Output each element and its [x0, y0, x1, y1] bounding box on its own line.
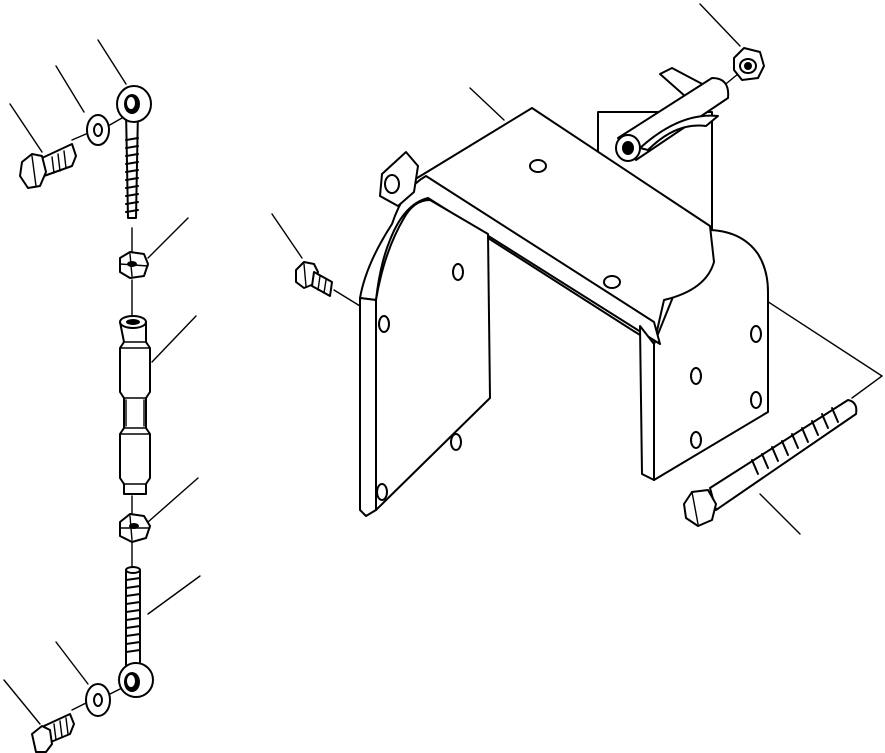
hole-left-4 [376, 483, 388, 501]
upper-rod-threads [125, 137, 139, 213]
leader-bracket [469, 87, 505, 121]
turnbuckle-rod-lower [118, 566, 154, 698]
leader-lower-locknut [147, 477, 199, 523]
hole-top [529, 159, 547, 173]
bracket-left-leg [375, 199, 491, 511]
upper-bolt [19, 143, 77, 189]
long-bolt-shank [709, 399, 858, 511]
turnbuckle-rod-upper [116, 85, 152, 219]
support-bracket [359, 107, 769, 517]
pivot-pin [615, 67, 730, 162]
bracket-right-edge [639, 325, 655, 481]
axis-lower-washer [109, 687, 123, 695]
lower-bolt-head [31, 725, 53, 753]
leader-upper-locknut [147, 217, 189, 259]
hole-top-right [603, 275, 621, 289]
leader-bracket-bolt [271, 213, 303, 259]
bracket-left-edge [359, 297, 377, 517]
leader-upper-bolt [9, 103, 43, 153]
upper-locknut [119, 251, 149, 279]
callout-leaders [3, 3, 801, 725]
leader-lower-washer [55, 641, 89, 685]
lower-bolt [31, 713, 75, 753]
bracket-bolt-shank [311, 271, 333, 297]
hole-right-4 [690, 431, 702, 449]
hole-right-1 [750, 325, 762, 343]
long-bolt-head [683, 489, 717, 527]
axis-bracket-bolt [333, 289, 361, 307]
sleeve-body [119, 321, 151, 495]
turnbuckle-sleeve [119, 315, 151, 495]
leader-upper-washer [55, 65, 85, 113]
pin-shaft [617, 77, 730, 161]
hole-right-2 [690, 367, 702, 385]
long-bolt [683, 399, 858, 527]
leader-lower-rod [147, 575, 201, 615]
pin-collar [639, 114, 719, 151]
hole-left-2 [378, 315, 390, 333]
bracket-top [403, 107, 715, 345]
hole-right-3 [750, 391, 762, 409]
lower-rod-threads [125, 577, 141, 653]
pin-nut [733, 47, 765, 81]
leader-lower-bolt [3, 679, 41, 725]
axis-long-bolt-corner [851, 375, 883, 399]
leader-long-bolt [759, 493, 801, 535]
hole-left-1 [452, 263, 464, 281]
bracket-bolt [295, 261, 333, 297]
axis-upper-bolt [71, 133, 87, 141]
upper-washer [86, 114, 110, 146]
leader-sleeve [151, 315, 197, 363]
axis-upper-washer [107, 117, 123, 127]
leader-pin-nut [699, 3, 741, 47]
long-bolt-threads [751, 407, 839, 475]
leader-upper-rod [97, 39, 127, 85]
lower-locknut [119, 513, 151, 543]
hole-left-3 [450, 433, 462, 451]
lower-washer [85, 683, 111, 717]
bracket-bend [359, 175, 661, 345]
upper-bolt-head [19, 153, 47, 189]
